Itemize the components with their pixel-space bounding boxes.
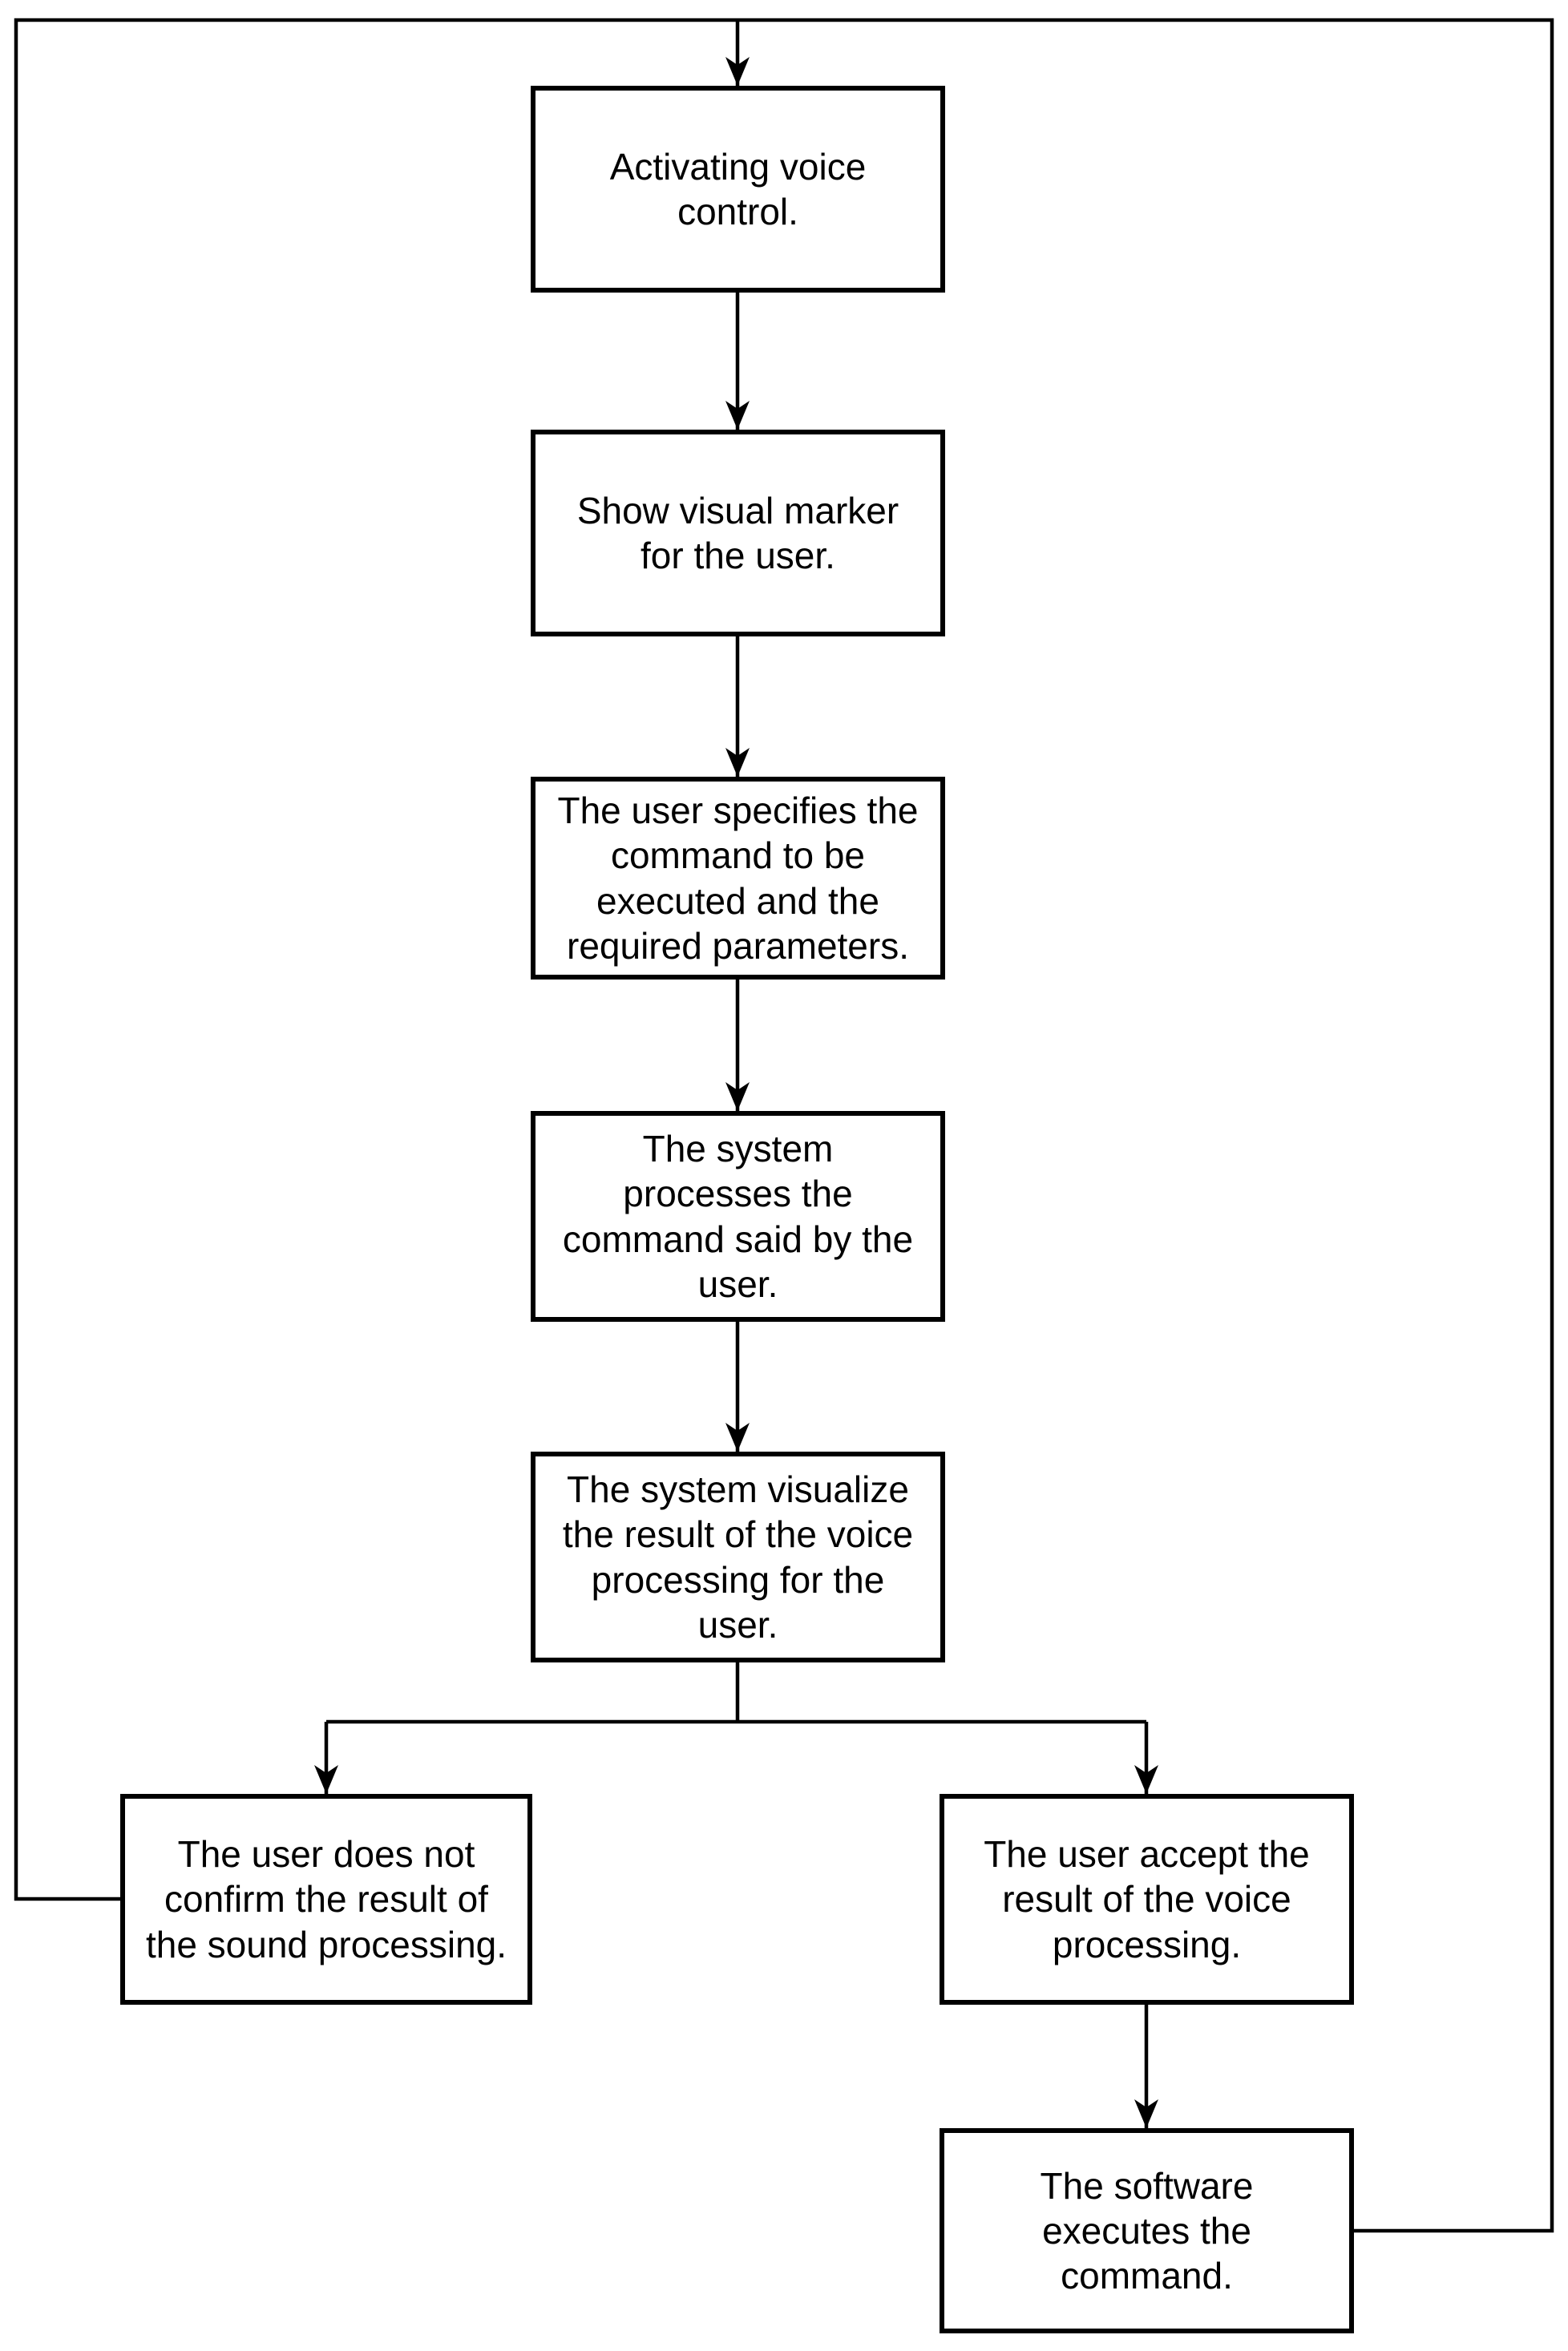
node-activating-voice-control: Activating voice control. <box>531 86 945 293</box>
node-show-visual-marker: Show visual marker for the user. <box>531 430 945 636</box>
node-user-accepts-result: The user accept the result of the voice … <box>940 1794 1354 2005</box>
arrow-down-icon <box>725 57 750 86</box>
edge-reject-loop-left <box>14 18 738 1901</box>
arrow-down-icon <box>725 1423 750 1452</box>
node-label: The user does not confirm the result of … <box>145 1833 507 1965</box>
edge-execute-loop-right <box>738 18 1554 2233</box>
arrow-down-icon <box>1134 2099 1158 2128</box>
node-label: Show visual marker for the user. <box>576 489 899 576</box>
node-label: Activating voice control. <box>609 145 867 232</box>
arrow-down-icon <box>725 401 750 430</box>
node-system-visualizes-result: The system visualize the result of the v… <box>531 1452 945 1662</box>
node-system-processes-command: The system processes the command said by… <box>531 1111 945 1322</box>
node-label: The user accept the result of the voice … <box>984 1833 1310 1965</box>
edge-visualize-branch <box>326 1662 1146 1724</box>
node-label: The software executes the command. <box>1040 2164 1254 2297</box>
node-label: The user specifies the command to be exe… <box>557 790 919 967</box>
arrow-down-icon <box>314 1765 338 1794</box>
arrow-down-icon <box>1134 1765 1158 1794</box>
arrow-down-icon <box>725 1082 750 1111</box>
node-software-executes-command: The software executes the command. <box>940 2128 1354 2333</box>
node-user-does-not-confirm: The user does not confirm the result of … <box>120 1794 532 2005</box>
arrow-down-icon <box>725 748 750 777</box>
node-label: The system processes the command said by… <box>562 1128 914 1305</box>
node-user-specifies-command: The user specifies the command to be exe… <box>531 777 945 980</box>
node-label: The system visualize the result of the v… <box>562 1468 914 1646</box>
